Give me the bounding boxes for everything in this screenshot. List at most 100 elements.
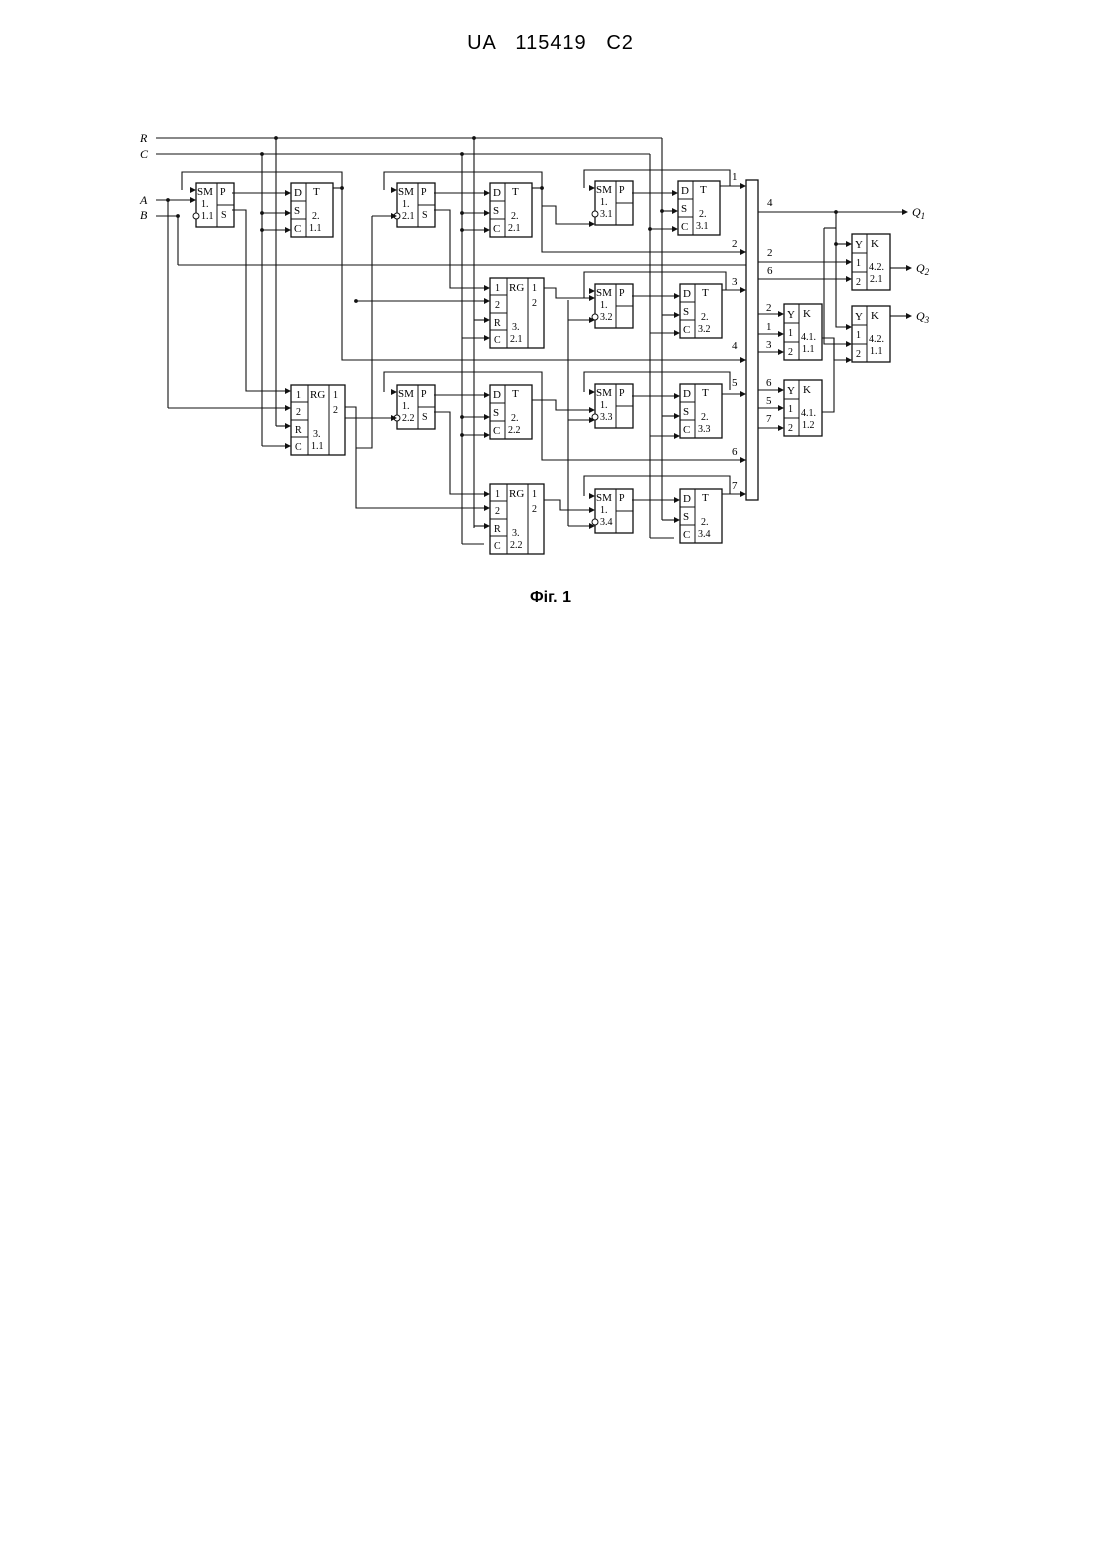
trigger-d-label: D [683, 493, 691, 505]
switch-input-label: 2 [856, 349, 861, 360]
switch-y-label: Y [787, 309, 795, 321]
adder-sm-1.3.1: SMP1.3.1 [592, 181, 633, 225]
adder-p-label: P [619, 388, 625, 399]
arrow-head [674, 393, 680, 399]
switch-number-label: 2.1 [870, 274, 883, 285]
register-c-label: C [494, 335, 501, 346]
trigger-number-label: 3.2 [698, 324, 711, 335]
register-input-label: 1 [495, 283, 500, 294]
arrow-head [846, 276, 852, 282]
arrow-head [846, 241, 852, 247]
switch-input-label: 1 [788, 404, 793, 415]
register-output-label: 2 [532, 504, 537, 515]
k41-input-label: 7 [766, 413, 772, 425]
adder-sm-1.3.4: SMP1.3.4 [592, 489, 633, 533]
arrow-head [740, 391, 746, 397]
trigger-t-2.3.2: DSCT2.3.2 [680, 284, 722, 338]
register-rg-3.2.2: 12RCRG123.2.2 [490, 484, 544, 554]
arrow-head [484, 298, 490, 304]
register-output-label: 2 [333, 405, 338, 416]
arrow-head [846, 341, 852, 347]
input-a-label: A [139, 193, 148, 207]
arrow-head [674, 433, 680, 439]
arrow-head [589, 389, 595, 395]
k41-input-label: 2 [766, 302, 772, 314]
arrow-head [285, 227, 291, 233]
adder-number-label: 1. [600, 400, 608, 411]
adder-p-label: P [421, 187, 427, 198]
trigger-number-label: 2. [312, 211, 320, 222]
arrow-head [484, 227, 490, 233]
wire [822, 338, 834, 412]
arrow-head [589, 507, 595, 513]
arrow-head [391, 389, 397, 395]
arrow-head [484, 335, 490, 341]
bus-line-label-6: 6 [732, 446, 738, 458]
arrow-head [906, 265, 912, 271]
junction-dot [834, 210, 838, 214]
switch-number-label: 1.2 [802, 420, 815, 431]
register-input-label: 2 [495, 300, 500, 311]
arrow-head [589, 185, 595, 191]
circuit-diagram: RCABSMP1.1.1SDSCT2.1.112RCRG123.1.1SMP1.… [0, 0, 1101, 580]
adder-sm-label: SM [596, 184, 612, 196]
switch-k-label: K [871, 310, 879, 322]
register-number-label: 3. [313, 429, 321, 440]
arrow-head [674, 330, 680, 336]
trigger-d-label: D [493, 187, 501, 199]
arrow-head [674, 312, 680, 318]
arrow-head [674, 413, 680, 419]
bus-line-label-2: 2 [732, 238, 738, 250]
wire [544, 500, 589, 510]
trigger-number-label: 2. [701, 312, 709, 323]
trigger-s-label: S [683, 511, 689, 523]
junction-dot [354, 299, 358, 303]
switch-y-label: Y [855, 239, 863, 251]
bus-line-label-4: 4 [732, 340, 738, 352]
switch-k-4.2.2: Y12K4.2.1.1 [852, 306, 890, 362]
switch-input-label: 1 [788, 328, 793, 339]
switch-number-label: 1.1 [870, 346, 883, 357]
trigger-t-label: T [512, 388, 519, 400]
switch-k-4.1.1: Y12K4.1.1.1 [784, 304, 822, 360]
trigger-t-label: T [700, 184, 707, 196]
arrow-head [391, 187, 397, 193]
trigger-t-label: T [702, 387, 709, 399]
adder-number-label: 3.3 [600, 412, 613, 423]
adder-sm-label: SM [596, 387, 612, 399]
register-r-label: R [494, 318, 501, 329]
trigger-t-2.1.1: DSCT2.1.1 [291, 183, 333, 237]
arrow-head [740, 357, 746, 363]
arrow-head [846, 357, 852, 363]
adder-s-label: S [221, 210, 227, 221]
wire [542, 206, 589, 224]
register-input-label: 1 [296, 390, 301, 401]
arrow-head [740, 457, 746, 463]
trigger-t-label: T [512, 186, 519, 198]
junction-dot [274, 136, 278, 140]
arrow-head [674, 293, 680, 299]
adder-p-label: P [619, 288, 625, 299]
register-number-label: 3. [512, 322, 520, 333]
arrow-head [285, 423, 291, 429]
bus-out-label: 2 [767, 247, 773, 259]
switch-k-label: K [803, 384, 811, 396]
arrow-head [484, 523, 490, 529]
adder-sm-label: SM [197, 186, 213, 198]
arrow-head [484, 491, 490, 497]
arrow-head [778, 405, 784, 411]
arrow-head [778, 425, 784, 431]
input-c-label: C [140, 147, 149, 161]
adder-p-label: P [619, 493, 625, 504]
register-rg-label: RG [509, 282, 524, 294]
adder-number-label: 3.1 [600, 209, 613, 220]
wire [544, 288, 589, 298]
switch-number-label: 4.2. [869, 334, 884, 345]
output-q2-label: Q2 [916, 261, 930, 277]
arrow-head [285, 388, 291, 394]
wire [836, 212, 846, 327]
arrow-head [589, 295, 595, 301]
register-output-label: 1 [532, 489, 537, 500]
switch-k-label: K [803, 308, 811, 320]
trigger-d-label: D [681, 185, 689, 197]
